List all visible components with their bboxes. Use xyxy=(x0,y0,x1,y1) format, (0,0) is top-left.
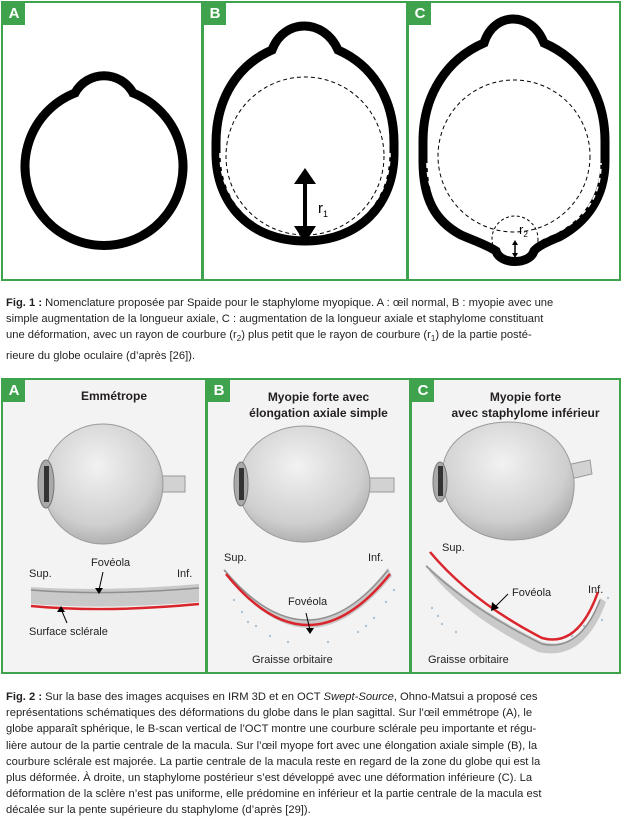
pointer-arrowhead xyxy=(306,628,314,634)
fig1-caption: Fig. 1 : Nomenclature proposée par Spaid… xyxy=(6,295,620,364)
caption-line: courbure sclérale est majorée. La partie… xyxy=(6,755,541,768)
arrowhead-up xyxy=(512,240,518,245)
posterior-pole-inner-line xyxy=(426,162,602,255)
panel-title: Emmétrope xyxy=(80,389,148,403)
panel-letter: C xyxy=(409,3,431,25)
emmetropic-eye-illustration xyxy=(30,423,200,624)
panel-letter: C xyxy=(412,380,434,402)
pointer-arrowhead xyxy=(491,602,499,611)
retina-layer-line xyxy=(30,587,200,594)
caption-line: Fig. 1 : Nomenclature proposée par Spaid… xyxy=(6,297,554,309)
label-inf: Inf. xyxy=(177,568,193,580)
staphyloma-circle-dashed xyxy=(491,215,539,263)
staphyloma-diagram: r2 xyxy=(418,14,610,266)
caption-line: globe apparaît sphérique, le B-scan vert… xyxy=(6,723,537,736)
panel-letter: B xyxy=(204,3,226,25)
eyeball xyxy=(237,425,371,543)
pointer-arrowhead xyxy=(57,606,65,612)
label-inf: Inf. xyxy=(368,552,384,564)
fig1-panel-a: A xyxy=(1,1,203,281)
label-sclera-surface: Surface sclérale xyxy=(29,626,108,638)
axial-myopia-diagram: r1 xyxy=(211,21,399,246)
caption-line: déformation de la sclère n’est pas unifo… xyxy=(6,788,542,801)
panel-letter: B xyxy=(208,380,230,402)
caption-line: simple augmentation de la longueur axial… xyxy=(6,313,544,326)
fig1-panel-b: B r1 xyxy=(202,1,408,281)
fig2-caption: Fig. 2 : Sur la base des images acquises… xyxy=(6,689,620,819)
lens xyxy=(44,466,49,502)
globe-outline xyxy=(20,71,188,250)
label-inf: Inf. xyxy=(588,584,604,596)
reference-circle-dashed xyxy=(225,76,385,236)
reference-circle-dashed xyxy=(437,79,591,233)
sclera-red-line xyxy=(429,551,600,641)
label-sup: Sup. xyxy=(29,568,52,580)
caption-line: plus déformée. À droite, un staphylome p… xyxy=(6,772,533,785)
retina-layer-line xyxy=(223,569,389,621)
panel-title-line1: Myopie forte xyxy=(489,390,562,404)
caption-line: une déformation, avec un rayon de courbu… xyxy=(6,329,532,344)
orbital-fat-dots xyxy=(430,596,610,638)
panel-letter: A xyxy=(3,3,25,25)
radius-label-r2: r2 xyxy=(519,222,528,239)
fig2-panel-b: B Myopie forte avec élongation axiale si… xyxy=(206,378,411,674)
label-foveola: Fovéola xyxy=(512,587,552,599)
lens xyxy=(438,466,443,496)
label-sup: Sup. xyxy=(224,552,247,564)
globe-outline xyxy=(418,14,610,266)
arrowhead-down xyxy=(294,226,316,243)
lens xyxy=(239,468,244,500)
fig1-panel-c: C r2 xyxy=(407,1,621,281)
label-sup: Sup. xyxy=(442,542,465,554)
oct-band xyxy=(426,564,606,654)
label-foveola: Fovéola xyxy=(91,557,131,569)
sclera-red-line xyxy=(30,602,200,611)
foveola-pointer xyxy=(495,593,509,607)
orbital-fat-dots xyxy=(232,588,396,644)
normal-eye-diagram xyxy=(20,71,188,250)
oct-band xyxy=(31,584,199,607)
staphyloma-illustration xyxy=(425,421,610,654)
axial-myopia-illustration xyxy=(223,425,396,644)
caption-line: lière autour de la partie centrale de la… xyxy=(6,739,538,752)
fig2-panel-c: C Myopie forte avec staphylome inférieur… xyxy=(410,378,621,674)
fig2-panel-a: A Emmétrope Sup. Fovéola Inf. Surface sc… xyxy=(1,378,207,674)
panel-letter: A xyxy=(3,380,25,402)
retina-layer-line xyxy=(425,565,601,646)
sclera-red-line xyxy=(225,573,391,627)
panel-title-line1: Myopie forte avec xyxy=(267,390,370,404)
panel-title-line2: avec staphylome inférieur xyxy=(451,406,600,420)
label-foveola: Fovéola xyxy=(288,596,328,608)
arrowhead-down xyxy=(512,253,518,258)
caption-line: rieure du globe oculaire (d’après [26]). xyxy=(6,349,196,362)
radius-label-r1: r1 xyxy=(318,200,328,219)
foveola-pointer xyxy=(305,612,311,631)
panel-title-line2: élongation axiale simple xyxy=(249,406,388,420)
eyeball xyxy=(441,421,575,541)
foveola-pointer xyxy=(98,571,104,591)
eyeball xyxy=(42,423,164,545)
label-orbital-fat: Graisse orbitaire xyxy=(252,654,333,666)
label-orbital-fat: Graisse orbitaire xyxy=(428,654,509,666)
caption-line: représentations schématiques des déforma… xyxy=(6,707,533,720)
globe-outline xyxy=(211,21,399,246)
pointer-arrowhead xyxy=(95,588,103,594)
caption-line: décalée sur la pente supérieure du staph… xyxy=(6,804,311,817)
caption-line: Fig. 2 : Sur la base des images acquises… xyxy=(6,691,538,703)
arrowhead-up xyxy=(294,168,316,184)
